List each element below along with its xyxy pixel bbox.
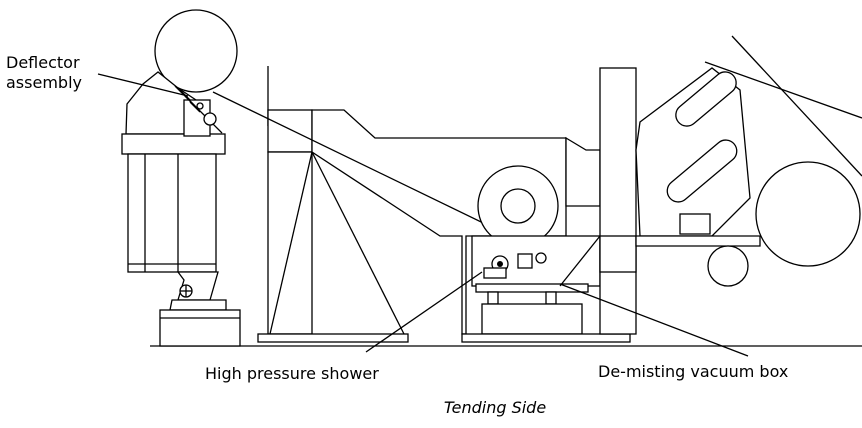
winder-slot-a — [675, 71, 737, 127]
shower-bracket — [483, 267, 507, 279]
high-pressure-shower-label: High pressure shower — [205, 364, 379, 383]
felt-run — [212, 91, 511, 237]
deflector-assembly-label: Deflector assembly — [6, 53, 82, 93]
main-beam — [311, 109, 567, 335]
valve — [517, 253, 533, 269]
post-footing — [257, 333, 409, 343]
post-brace-b — [311, 151, 405, 335]
winder-guide-b — [704, 61, 862, 119]
press-section — [121, 9, 241, 347]
deflector-label-line1: Deflector — [6, 53, 80, 72]
center-footing — [461, 333, 631, 343]
center-frame — [212, 66, 637, 343]
winder-slot-b — [666, 139, 738, 203]
press-foot — [169, 299, 227, 311]
gauge — [535, 252, 547, 264]
press-base — [159, 309, 241, 347]
felt-roll-core — [500, 188, 536, 224]
winder-latch — [679, 213, 711, 235]
vacuum-stand — [481, 303, 583, 335]
post-right-brace — [559, 235, 601, 287]
vacuum-clamp-left — [487, 291, 499, 305]
winder-section — [635, 35, 862, 287]
demist-leader — [559, 283, 749, 357]
post-head — [267, 109, 313, 153]
deflector-pin — [196, 102, 204, 110]
figure-caption: Tending Side — [443, 398, 547, 417]
small-roll — [707, 245, 749, 287]
vacuum-box — [475, 283, 589, 293]
post-right — [599, 67, 637, 335]
shower-nozzle-center — [497, 261, 503, 267]
winder-rail — [635, 235, 761, 247]
demisting-vacuum-box-label: De-misting vacuum box — [598, 362, 789, 381]
large-roll — [755, 161, 861, 267]
deflector-label-line2: assembly — [6, 73, 82, 92]
deflector-leader — [97, 73, 189, 97]
post-right-collar — [599, 235, 637, 273]
shower-leader — [365, 271, 483, 353]
vacuum-clamp-right — [545, 291, 557, 305]
deflector-blade — [174, 85, 223, 134]
deflector-roller — [203, 112, 217, 126]
press-body — [127, 153, 217, 273]
winder-guide-a — [731, 35, 862, 177]
post-brace-a — [269, 151, 313, 335]
corner-trim — [565, 136, 601, 207]
top-roll — [154, 9, 238, 93]
cross-beam — [121, 133, 226, 155]
